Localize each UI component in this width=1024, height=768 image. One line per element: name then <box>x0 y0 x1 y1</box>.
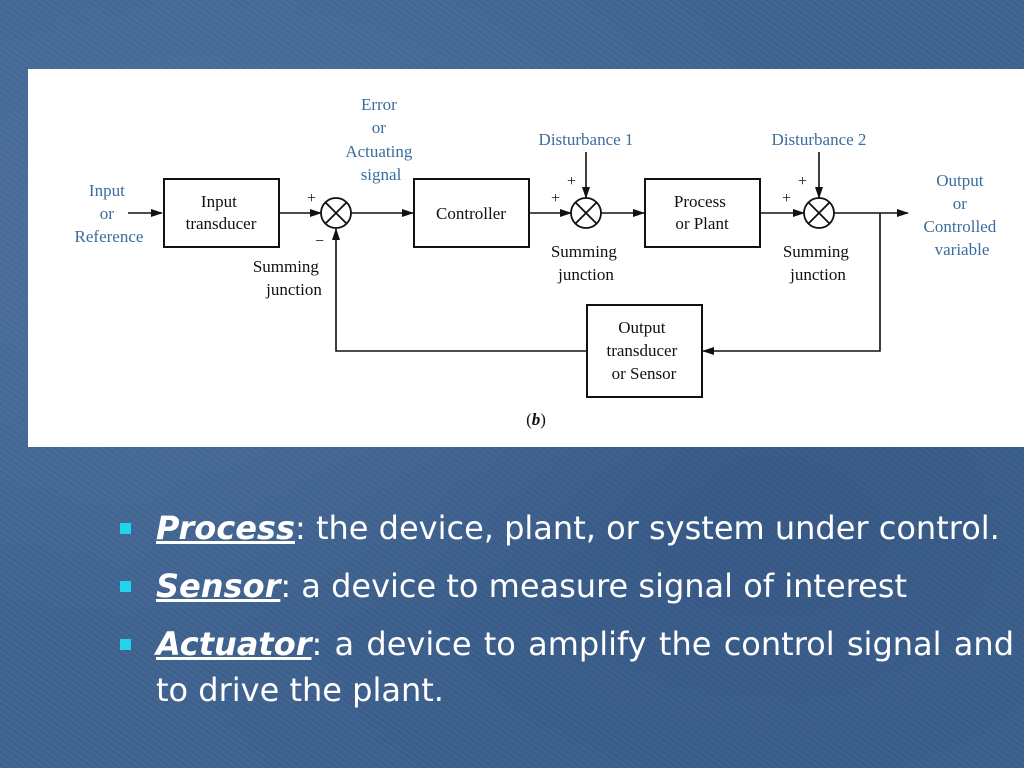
square-bullet-icon <box>120 581 131 592</box>
diagram-caption: (b) <box>526 410 546 429</box>
definition-actuator: : a device to amplify the control signal… <box>156 625 1014 709</box>
output-transducer-label: Output transducer or Sensor <box>606 318 681 383</box>
feedback-control-diagram: Input or Reference Input transducer + − … <box>75 95 1001 429</box>
output-signal-label: Output or Controlled variable <box>924 171 1001 259</box>
controller-block <box>413 178 530 248</box>
controller-label: Controller <box>436 204 506 223</box>
process-label: Process or Plant <box>674 192 730 233</box>
term-sensor: Sensor <box>156 567 281 605</box>
output-transducer-block <box>586 304 703 398</box>
sj2-label: Summing junction <box>551 242 621 284</box>
input-transducer-label: Input transducer <box>186 192 257 233</box>
sj3-plus-left: + <box>782 190 791 207</box>
signal-wires <box>128 152 909 355</box>
sj1-plus-sign: + <box>307 190 316 207</box>
bullet-sensor: Sensor: a device to measure signal of in… <box>118 563 1014 609</box>
disturbance-2-label: Disturbance 2 <box>772 130 867 149</box>
bullet-process: Process: the device, plant, or system un… <box>118 505 1014 551</box>
definition-process: : the device, plant, or system under con… <box>295 509 1000 547</box>
sj2-plus-left: + <box>551 190 560 207</box>
bullet-actuator: Actuator: a device to amplify the contro… <box>118 621 1014 713</box>
square-bullet-icon <box>120 523 131 534</box>
block-diagram-panel: Input or Reference Input transducer + − … <box>28 69 1024 447</box>
sj1-minus-sign: − <box>315 233 324 250</box>
term-process: Process <box>156 509 295 547</box>
definition-sensor: : a device to measure signal of interest <box>280 567 907 605</box>
sj2-plus-top: + <box>567 173 576 190</box>
input-transducer-block <box>163 178 280 248</box>
disturbance-1-label: Disturbance 1 <box>539 130 634 149</box>
sj1-label: Summing junction <box>253 257 323 299</box>
sj3-label: Summing junction <box>783 242 853 284</box>
error-signal-label: Error or Actuating signal <box>345 95 416 184</box>
term-actuator: Actuator <box>156 625 312 663</box>
square-bullet-icon <box>120 639 131 650</box>
process-block <box>644 178 761 248</box>
definition-list: Process: the device, plant, or system un… <box>118 505 1014 725</box>
sj3-plus-top: + <box>798 173 807 190</box>
input-signal-label: Input or Reference <box>75 181 144 246</box>
